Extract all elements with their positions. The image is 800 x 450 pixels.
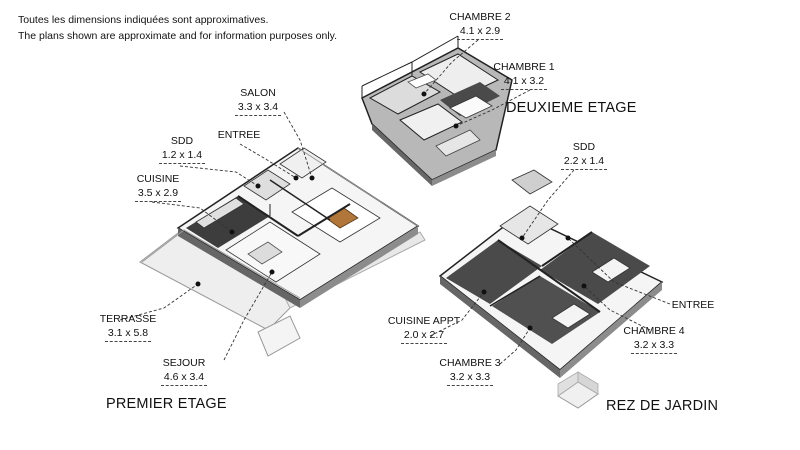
- plan-deuxieme-etage: [361, 35, 513, 186]
- floor-title-premier: PREMIER ETAGE: [106, 396, 227, 412]
- disclaimer-en: The plans shown are approximate and for …: [18, 30, 338, 42]
- room-entree-rez: ENTREE: [671, 299, 715, 311]
- room-markers: [195, 91, 587, 331]
- plan-premier-etage: [139, 147, 426, 357]
- disclaimer-fr: Toutes les dimensions indiquées sont app…: [18, 14, 269, 26]
- floor-title-rez: REZ DE JARDIN: [606, 398, 719, 414]
- floor-title-deuxieme: DEUXIEME ETAGE: [506, 100, 637, 116]
- room-leader-lines: [119, 39, 671, 365]
- room-entree-premier: ENTREE: [217, 129, 261, 141]
- plan-rez-de-jardin: [438, 169, 664, 409]
